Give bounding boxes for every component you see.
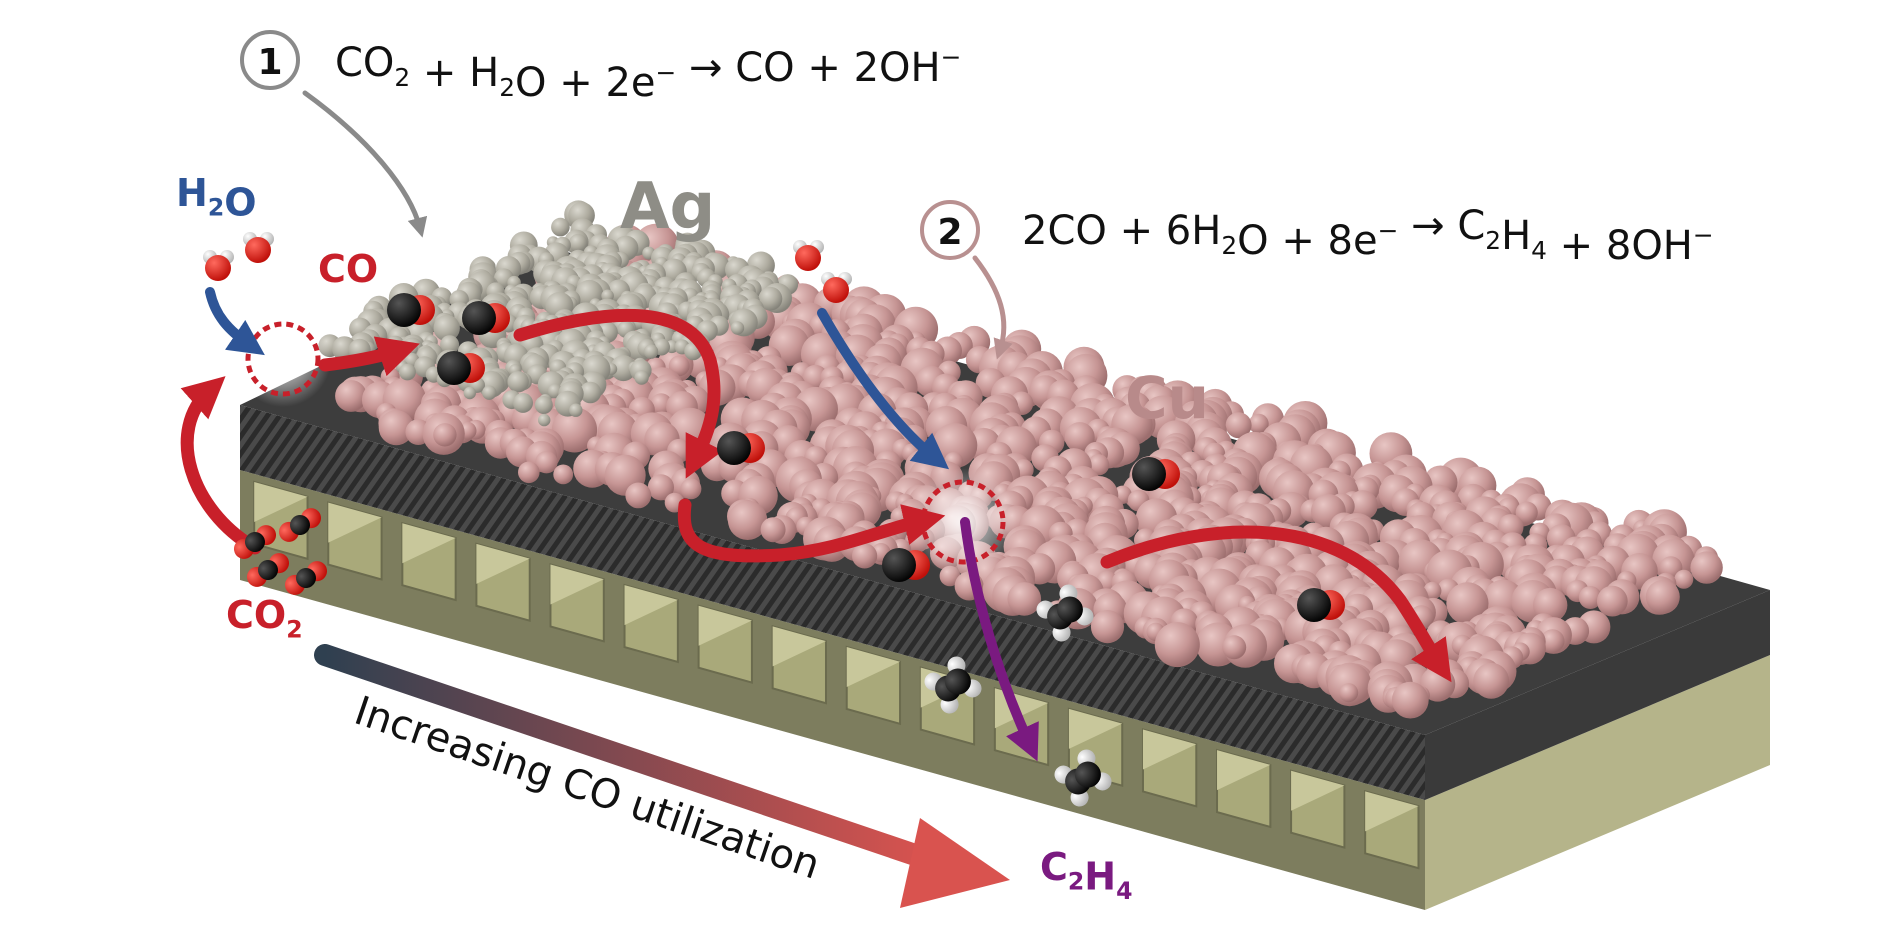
co2-label-term-part: 2 [286,616,302,644]
cu-particle [1339,683,1358,702]
cu-particle [1597,586,1628,617]
cu-particle [1091,610,1124,643]
reaction-1-term-part: 2 [499,73,515,102]
cu-particle [1646,580,1680,614]
oxygen-atom [205,255,231,281]
reaction-1-term-part: − [941,43,962,72]
reaction-2-term-part: 2CO + 6H [1022,208,1221,254]
reaction-2-term-part: 4 [1531,236,1547,265]
ag-particle [634,370,648,384]
carbon-atom [1297,588,1331,622]
co-molecule [717,431,765,465]
reaction-2-term-part: → C [1398,203,1485,249]
co-molecule [1297,588,1345,622]
ag-particle [482,386,496,400]
ag-particle [464,387,476,399]
ag-particle [538,414,550,426]
reaction-2: 2 2CO + 6H2O + 8e− → C2H4 + 8OH− [922,202,1714,269]
reaction-1-term-part: − [656,58,677,87]
co-molecule [882,548,930,582]
cu-particle [335,380,367,412]
cu-particle [680,478,701,499]
reaction-site-1 [235,311,331,407]
reaction-2-term-part: + 8OH [1547,223,1693,269]
cu-particle [1674,570,1693,589]
cu-particle [1392,682,1429,719]
carbon-atom [462,301,496,335]
reaction-2-term-part: − [1693,221,1714,250]
ag-particle [731,321,744,334]
c2h4-label-term-part: C [1040,845,1068,889]
reaction-2-equation: 2CO + 6H2O + 8e− → C2H4 + 8OH− [1022,203,1714,269]
cu-particle [1222,635,1246,659]
h2o-molecule [793,240,824,271]
co-label: CO [318,247,378,291]
carbon-atom [882,548,916,582]
reaction-2-term-part: − [1378,216,1399,245]
reaction-1-term-part: 2 [394,63,410,92]
c2h4-label-term-part: 2 [1068,868,1084,896]
oxygen-atom [795,245,821,271]
oxygen-atom [245,237,271,263]
co-molecule [1132,457,1180,491]
step-1-number: 1 [257,42,282,83]
h2o-feed-arrow-1 [210,292,250,345]
reaction-1-term-part: CO [335,40,394,86]
h2o-label-term-part: H [176,171,208,215]
c2h4-label-term-part: 4 [1116,877,1132,905]
cu-particle [625,483,651,509]
h2o-label-term-part: O [224,181,256,225]
cu-particle [518,462,540,484]
cu-particle [728,501,767,540]
co-molecule [462,301,510,335]
reaction-2-term-part: H [1501,213,1531,259]
carbon-atom [387,293,421,327]
cu-particle [1155,622,1200,667]
reaction-1-term-part: + H [410,50,499,96]
cu-particle [1690,551,1722,583]
h2o-label: H2O [176,171,257,225]
carbon-atom [717,431,751,465]
h2o-molecule [203,250,234,281]
carbon-atom [437,351,471,385]
co-molecule [437,351,485,385]
reaction-1-equation: CO2 + H2O + 2e− → CO + 2OH− [335,40,961,106]
reaction-1-term-part: → CO + 2OH [676,45,940,91]
reaction-2-term-part: 2 [1221,231,1237,260]
ag-label: Ag [620,170,715,244]
reaction-2-term-part: O + 8e [1237,218,1378,264]
co2-label: CO2 [226,593,303,644]
oxygen-atom [823,277,849,303]
cu-particle [761,517,786,542]
h2o-molecule [243,232,274,263]
ag-particle [551,218,570,237]
step-2-number: 2 [937,212,962,253]
reaction1-pointer-arrow [305,93,420,228]
ag-particle [535,396,553,414]
c2h4-label: C2H4 [1040,845,1132,905]
h2o-label-term-part: 2 [208,194,224,222]
ag-particle [644,344,658,358]
co2-label-term-part: CO [226,593,286,637]
cu-label: Cu [1125,364,1209,432]
ag-particle [508,371,529,392]
reaction-1: 1 CO2 + H2O + 2e− → CO + 2OH− [242,32,961,106]
ag-particle [569,404,582,417]
cu-particle [852,543,877,568]
cu-particle [553,465,573,485]
cu-particle [433,423,456,446]
reaction-2-term-part: 2 [1485,226,1501,255]
reaction-1-term-part: O + 2e [515,60,656,106]
cu-particle [1008,582,1042,616]
carbon-atom [1132,457,1166,491]
gradient-arrow-head [900,818,1010,908]
c2h4-label-term-part: H [1084,855,1116,899]
co-molecule [387,293,435,327]
ag-particle [399,364,416,381]
ag-particle [513,393,533,413]
cu-particle [1473,663,1509,699]
